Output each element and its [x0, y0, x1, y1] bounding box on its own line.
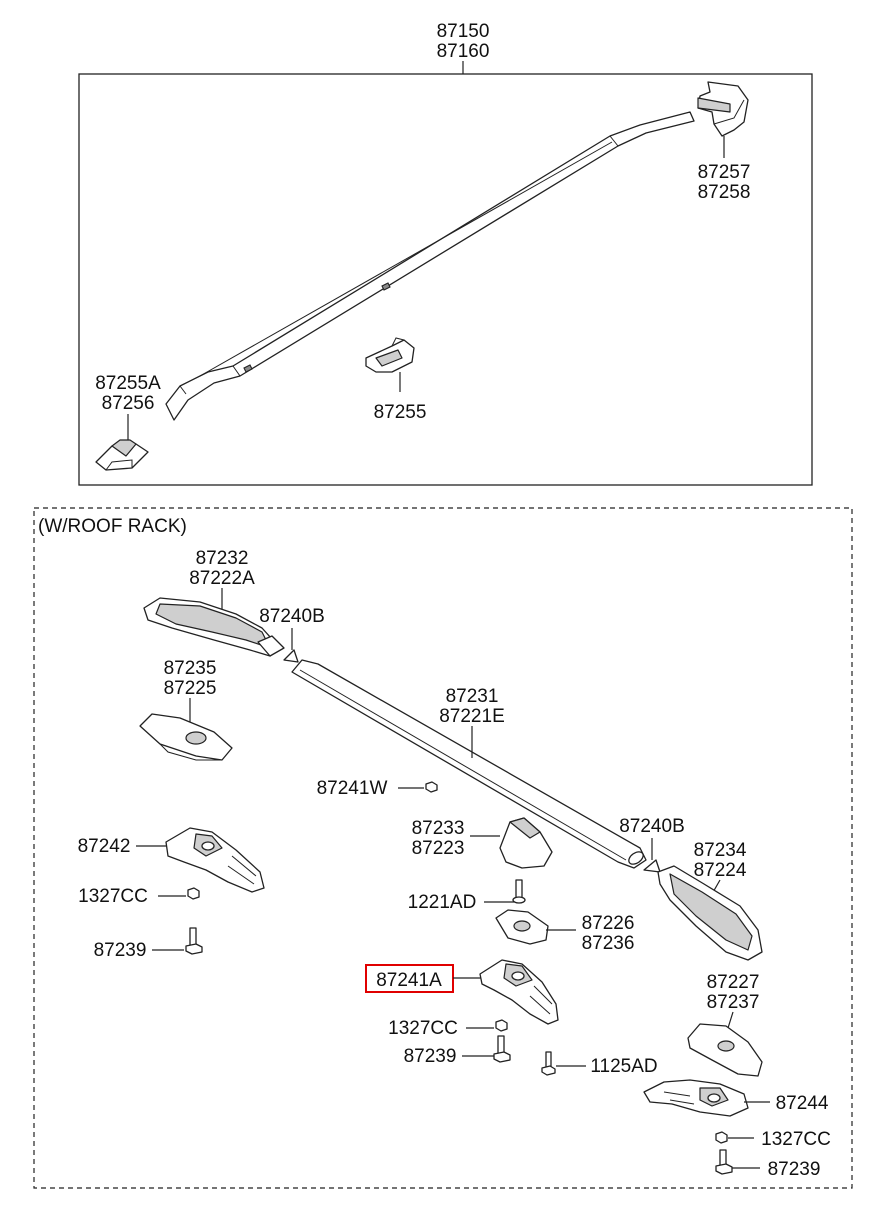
label-87235[interactable]: 87235: [164, 658, 217, 679]
label-87255[interactable]: 87255: [374, 402, 427, 423]
leader-87227: [727, 1011, 734, 1029]
label-87232[interactable]: 87232: [196, 548, 249, 569]
label-87255A[interactable]: 87255A: [95, 373, 161, 394]
spacer-front: [283, 649, 299, 663]
label-87240B-front[interactable]: 87240B: [259, 606, 325, 627]
label-1125AD[interactable]: 1125AD: [590, 1056, 657, 1077]
label-87236[interactable]: 87236: [582, 933, 635, 954]
rear-cover: [657, 865, 763, 961]
label-87223[interactable]: 87223: [412, 838, 465, 859]
upper-group-frame: [78, 73, 813, 486]
label-87226[interactable]: 87226: [582, 913, 635, 934]
roof-rack-frame: [33, 507, 853, 1189]
label-87233[interactable]: 87233: [412, 818, 465, 839]
rear-pad: [687, 1023, 763, 1077]
label-87160[interactable]: 87160: [437, 41, 490, 62]
end-cap: [697, 81, 749, 137]
label-87237[interactable]: 87237: [707, 992, 760, 1013]
roof-rack-title: (W/ROOF RACK): [38, 516, 187, 537]
bolt-87239-front: [185, 927, 203, 955]
mid-clip: [365, 337, 415, 373]
label-87241A[interactable]: 87241A: [376, 970, 442, 991]
label-87150[interactable]: 87150: [437, 21, 490, 42]
label-87234[interactable]: 87234: [694, 840, 747, 861]
label-87224[interactable]: 87224: [694, 860, 747, 881]
nut-1327CC-mid: [495, 1019, 508, 1032]
roof-rack-group: (W/ROOF RACK) 87232 87222A 87240B 87231 …: [33, 507, 853, 1189]
mid-cover: [499, 817, 553, 869]
front-bracket: [165, 827, 265, 893]
mid-pad: [495, 909, 549, 945]
label-87225[interactable]: 87225: [164, 678, 217, 699]
roof-rail: [291, 659, 647, 869]
label-87231[interactable]: 87231: [446, 686, 499, 707]
front-cover: [143, 597, 285, 657]
label-87258[interactable]: 87258: [698, 182, 751, 203]
front-clip: [95, 439, 149, 471]
label-87239-rear[interactable]: 87239: [768, 1159, 821, 1180]
label-87257[interactable]: 87257: [698, 162, 751, 183]
label-87256[interactable]: 87256: [102, 393, 155, 414]
bolt-87239-rear: [715, 1149, 733, 1175]
label-87242[interactable]: 87242: [78, 836, 131, 857]
label-1327CC-front[interactable]: 1327CC: [78, 886, 148, 907]
spacer-rear: [643, 859, 661, 873]
front-pad: [139, 713, 233, 761]
label-87239-front[interactable]: 87239: [94, 940, 147, 961]
screw-1125AD: [541, 1051, 556, 1076]
roof-molding: [165, 111, 695, 421]
nut-1327CC-front: [187, 887, 200, 900]
label-87241W[interactable]: 87241W: [317, 778, 388, 799]
label-1327CC-rear[interactable]: 1327CC: [761, 1129, 831, 1150]
label-87244[interactable]: 87244: [776, 1093, 829, 1114]
bolt-87239-mid: [493, 1035, 511, 1063]
label-1221AD[interactable]: 1221AD: [408, 892, 477, 913]
label-87240B-rear[interactable]: 87240B: [619, 816, 685, 837]
nut-1327CC-rear: [715, 1131, 728, 1144]
label-87222A[interactable]: 87222A: [189, 568, 255, 589]
rear-bracket: [643, 1079, 749, 1117]
label-1327CC-mid[interactable]: 1327CC: [388, 1018, 458, 1039]
upper-group: 87150 87160 87257 87258 87255A 87256: [78, 21, 813, 486]
label-87239-mid[interactable]: 87239: [404, 1046, 457, 1067]
nut-87241W: [425, 781, 438, 793]
label-87221E[interactable]: 87221E: [439, 706, 505, 727]
label-87227[interactable]: 87227: [707, 972, 760, 993]
screw-1221AD: [512, 879, 526, 904]
mid-bracket: [479, 959, 559, 1025]
